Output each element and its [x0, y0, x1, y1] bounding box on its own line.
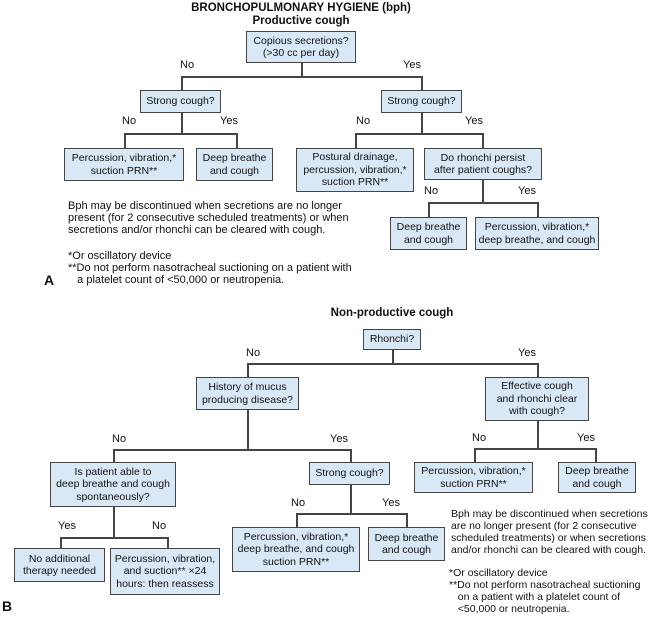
connector: [247, 363, 249, 377]
edge-label-yes: Yes: [330, 433, 348, 445]
node-rhonchi-persist: Do rhonchi persist after patient coughs?: [424, 148, 542, 180]
node-strong-cough-b: Strong cough?: [309, 462, 390, 485]
node-percussion-deep-breathe-a: Percussion, vibration,* deep breathe, an…: [475, 217, 599, 250]
connector: [113, 449, 115, 462]
node-effective-cough: Effective cough and rhonchi clear with c…: [485, 377, 589, 421]
connector: [482, 180, 484, 202]
connector: [247, 410, 249, 449]
section-a-note: Bph may be discontinued when secretions …: [68, 200, 349, 237]
connector: [167, 537, 169, 548]
node-deep-breathe-left-a: Deep breathe and cough: [196, 148, 273, 181]
edge-label-yes: Yes: [465, 115, 483, 127]
connector: [60, 537, 62, 548]
connector: [296, 513, 298, 527]
connector: [421, 113, 423, 133]
node-is-patient-able: Is patient able to deep breathe and coug…: [50, 462, 176, 507]
connector: [181, 113, 183, 133]
node-history-mucus: History of mucus producing disease?: [196, 377, 299, 410]
section-b-footnote-1: *Or oscillatory device: [449, 567, 548, 579]
node-deep-breathe-mid-b: Deep breathe and cough: [368, 527, 445, 561]
edge-label-no: No: [112, 433, 127, 445]
edge-label-yes: Yes: [403, 59, 421, 71]
edge-label-no: No: [356, 115, 371, 127]
connector: [124, 133, 236, 135]
flowchart-title: BRONCHOPULMONARY HYGIENE (bph): [191, 2, 411, 14]
section-a-footnote-1: *Or oscillatory device: [68, 250, 172, 262]
edge-label-no: No: [122, 115, 137, 127]
edge-label-yes: Yes: [518, 347, 536, 359]
connector: [392, 350, 394, 363]
node-percussion-suction-b: Percussion, vibration,* suction PRN**: [414, 462, 533, 493]
connector: [236, 133, 238, 148]
connector: [595, 448, 597, 462]
node-strong-cough-left-a: Strong cough?: [140, 90, 221, 113]
connector: [474, 448, 476, 462]
section-a-subtitle: Productive cough: [252, 15, 350, 27]
edge-label-no: No: [246, 347, 261, 359]
edge-label-no: No: [424, 185, 439, 197]
edge-label-yes: Yes: [577, 432, 595, 444]
node-deep-breathe-right-b: Deep breathe and cough: [558, 462, 636, 493]
section-b-footnote-2: **Do not perform nasotracheal suctioning…: [449, 579, 641, 615]
node-percussion-24-hours: Percussion, vibration, and suction** ×24…: [110, 548, 220, 595]
section-b-note: Bph may be discontinued when secretions …: [451, 508, 648, 556]
edge-label-yes: Yes: [220, 115, 238, 127]
connector: [474, 448, 595, 450]
connector: [537, 202, 539, 217]
connector: [113, 449, 350, 451]
connector: [421, 76, 423, 90]
node-percussion-suction-a: Percussion, vibration,* suction PRN**: [64, 148, 184, 181]
connector: [428, 202, 537, 204]
node-no-additional-therapy: No additional therapy needed: [14, 548, 105, 582]
connector: [355, 133, 482, 135]
section-b-subtitle: Non-productive cough: [330, 307, 454, 319]
connector: [350, 485, 352, 513]
connector: [482, 133, 484, 148]
node-strong-cough-right-a: Strong cough?: [381, 90, 462, 113]
section-a-footnote-2: **Do not perform nasotracheal suctioning…: [68, 262, 352, 287]
edge-label-no: No: [291, 497, 306, 509]
edge-label-yes: Yes: [382, 497, 400, 509]
node-rhonchi-b: Rhonchi?: [363, 329, 421, 350]
connector: [60, 537, 167, 539]
section-a-label: A: [44, 272, 55, 288]
section-b-label: B: [2, 598, 13, 614]
connector: [301, 63, 303, 76]
connector: [181, 76, 421, 78]
node-deep-breathe-right-a: Deep breathe and cough: [390, 217, 467, 250]
node-copious-secretions: Copious secretions? (>30 cc per day): [246, 31, 356, 63]
edge-label-yes: Yes: [518, 185, 536, 197]
connector: [428, 202, 430, 217]
connector: [124, 133, 126, 148]
edge-label-yes: Yes: [58, 520, 76, 532]
node-percussion-deep-breathe-b: Percussion, vibration,* deep breathe, an…: [232, 527, 360, 572]
connector: [537, 421, 539, 448]
connector: [406, 513, 408, 527]
connector: [247, 363, 537, 365]
connector: [113, 507, 115, 537]
connector: [350, 449, 352, 462]
edge-label-no: No: [472, 432, 487, 444]
node-postural-drainage: Postural drainage, percussion, vibration…: [296, 148, 414, 192]
edge-label-no: No: [152, 520, 167, 532]
connector: [355, 133, 357, 148]
edge-label-no: No: [180, 59, 195, 71]
connector: [537, 363, 539, 377]
connector: [181, 76, 183, 90]
connector: [296, 513, 406, 515]
